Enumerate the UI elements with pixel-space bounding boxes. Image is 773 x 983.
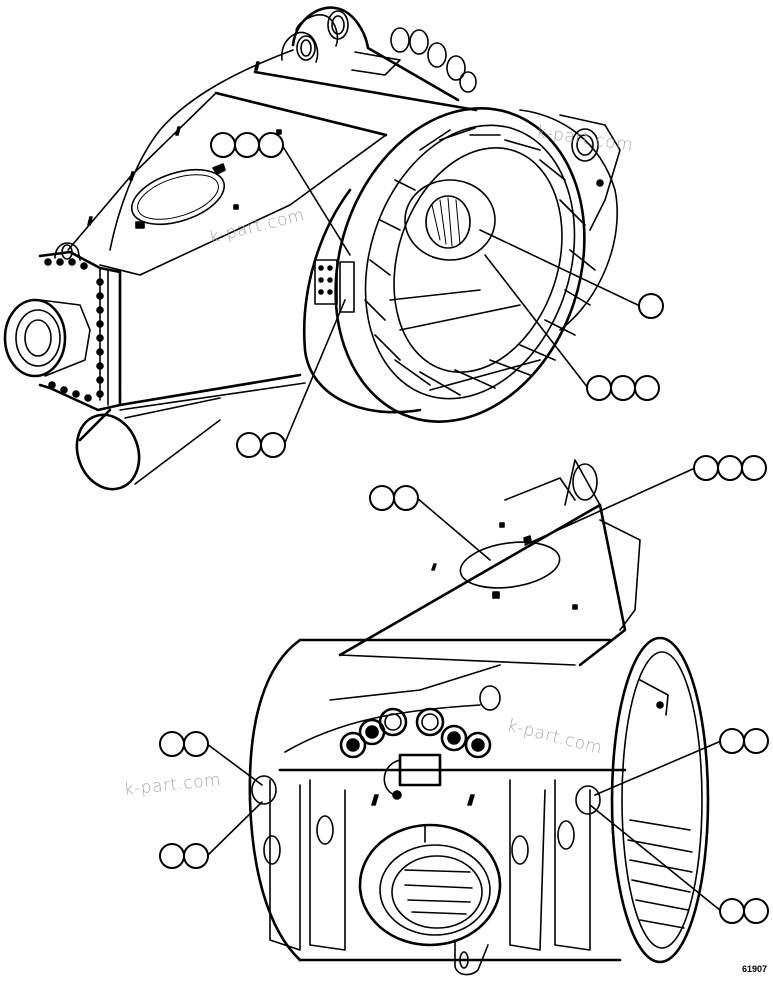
port-fittings [339, 707, 492, 759]
mounting-legs [263, 779, 591, 951]
callout-bubble[interactable] [210, 132, 236, 158]
leader-line [479, 229, 641, 307]
callout-bubble[interactable] [183, 843, 209, 869]
callout-bubble[interactable] [586, 375, 612, 401]
leader-line [416, 497, 491, 561]
leader-line [484, 254, 589, 389]
callout-bubble[interactable] [234, 132, 260, 158]
lower-assembly-drawing [248, 459, 710, 976]
callout-bubble[interactable] [693, 455, 719, 481]
callout-10[interactable] [719, 898, 769, 924]
callout-8[interactable] [159, 843, 209, 869]
front-bell-mouth [358, 823, 502, 947]
callout-bubble[interactable] [743, 728, 769, 754]
flange-bolts [44, 258, 104, 402]
callout-bubble[interactable] [393, 485, 419, 511]
callout-bubble[interactable] [719, 898, 745, 924]
callout-bubble[interactable] [260, 432, 286, 458]
drum-housing [303, 107, 619, 423]
callout-bubble[interactable] [743, 898, 769, 924]
callout-bubble[interactable] [717, 455, 743, 481]
connector-pins [318, 265, 333, 295]
callout-bubble[interactable] [638, 293, 664, 319]
bolt-row-top [390, 27, 477, 93]
callout-bubble[interactable] [741, 455, 767, 481]
leader-line [283, 299, 346, 446]
callout-bubble[interactable] [258, 132, 284, 158]
leader-lines [206, 144, 722, 912]
upper-assembly-drawing [3, 6, 621, 491]
leader-line [206, 743, 263, 786]
callout-bubble[interactable] [236, 432, 262, 458]
callout-4[interactable] [236, 432, 286, 458]
callout-9[interactable] [719, 728, 769, 754]
callout-6[interactable] [693, 455, 767, 481]
callout-bubble[interactable] [719, 728, 745, 754]
callout-3[interactable] [586, 375, 660, 401]
callout-bubble[interactable] [610, 375, 636, 401]
callout-5[interactable] [369, 485, 419, 511]
leader-line [524, 467, 696, 546]
callout-bubble[interactable] [183, 731, 209, 757]
callout-bubble[interactable] [159, 731, 185, 757]
leader-line [281, 144, 351, 256]
leader-line [589, 804, 722, 912]
leader-line [594, 740, 722, 796]
callout-7[interactable] [159, 731, 209, 757]
callout-bubble[interactable] [369, 485, 395, 511]
callout-1[interactable] [210, 132, 284, 158]
callout-bubble[interactable] [634, 375, 660, 401]
callout-bubble[interactable] [159, 843, 185, 869]
callout-2[interactable] [638, 293, 664, 319]
leader-line [206, 801, 263, 857]
figure-number: 61907 [741, 964, 767, 974]
